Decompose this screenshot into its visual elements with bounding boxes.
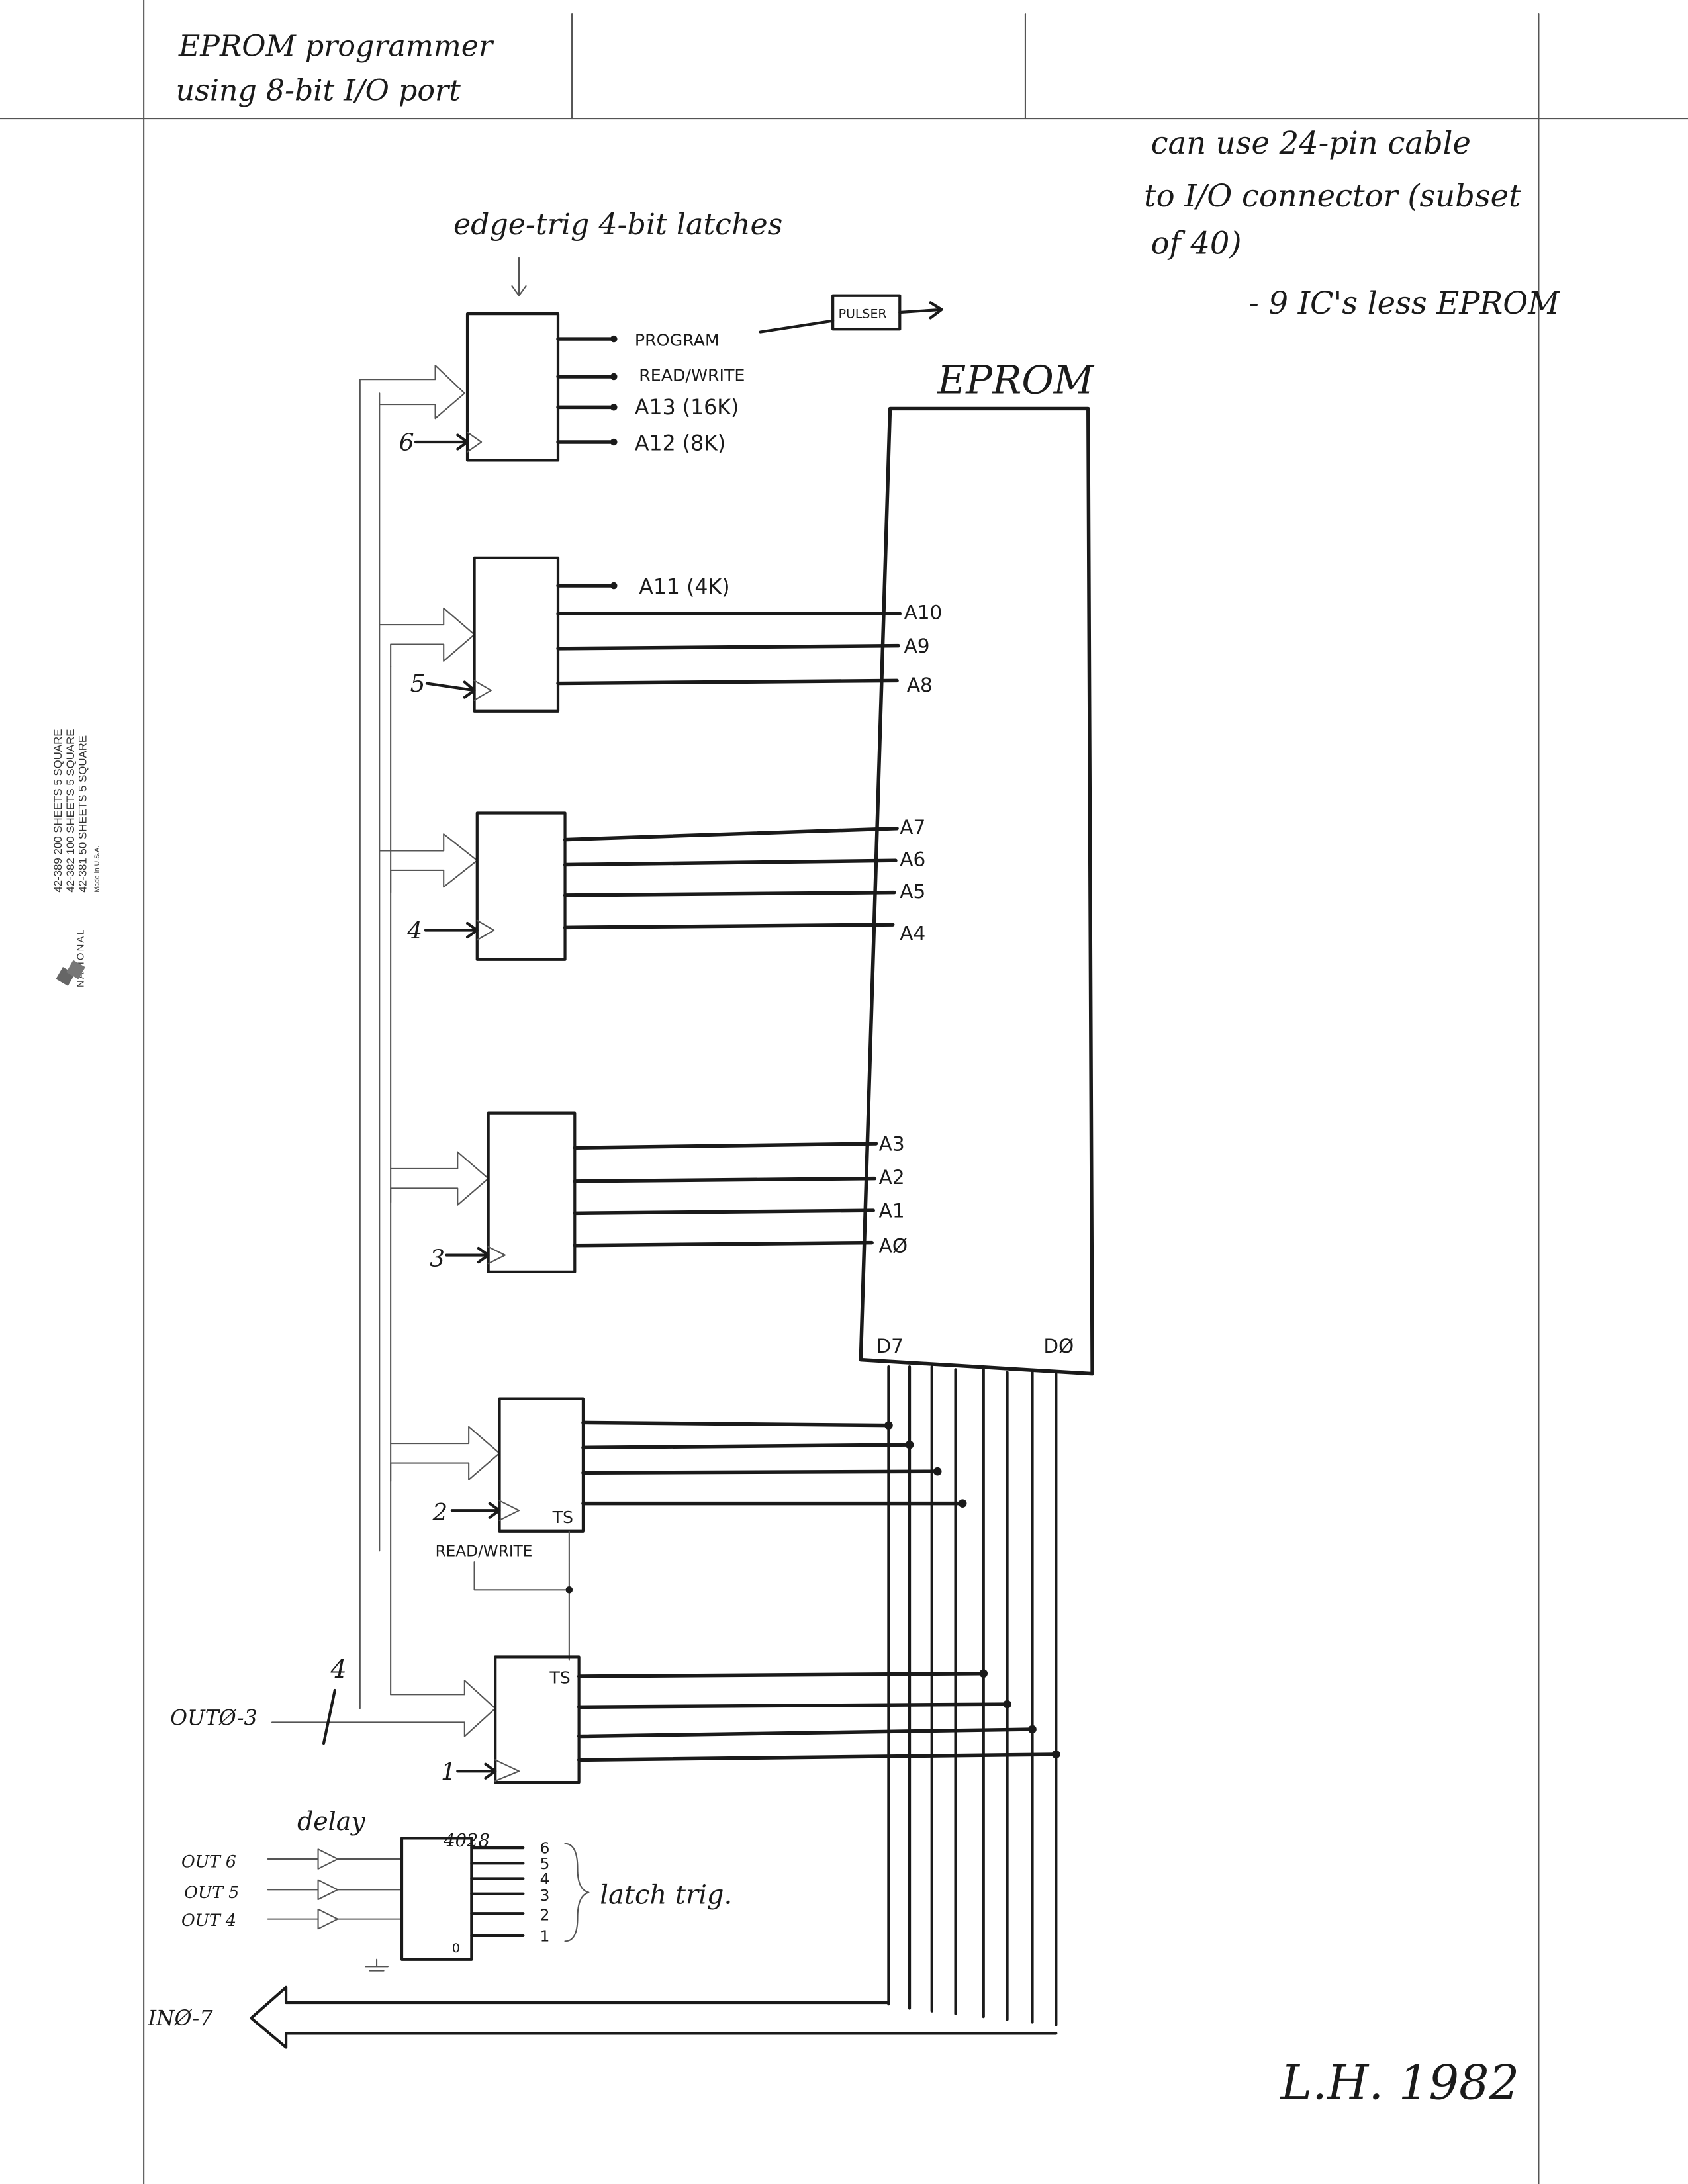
a11-label: A11 (4K) [639, 576, 729, 600]
out-bus-width: 4 [330, 1655, 347, 1684]
ts-label-1: TS [552, 1508, 573, 1527]
imprint-line-3: 42-389 200 SHEETS 5 SQUARE [52, 729, 64, 892]
pulser-arrow-icon [898, 301, 943, 320]
decoder-out-1: 1 [540, 1927, 550, 1945]
latch-5-tristate: TS READ/WRITE [436, 1397, 967, 1661]
brace-icon [564, 1843, 590, 1942]
eprom-chip: EPROM D7 DØ [859, 357, 1095, 1376]
pin-a7: A7 [900, 816, 925, 839]
signature: L.H. 1982 [1280, 2055, 1520, 2110]
decoder-out-3: 3 [540, 1887, 550, 1905]
pin-a5: A5 [900, 880, 925, 903]
note-line-4: - 9 IC's less EPROM [1248, 285, 1560, 321]
latch-trig-label: latch trig. [600, 1880, 732, 1910]
paper-imprint: 42-381 50 SHEETS 5 SQUARE 42-382 100 SHE… [52, 729, 101, 987]
a12-label: A12 (8K) [635, 432, 726, 456]
caption-arrow-icon [511, 257, 527, 296]
clock-label-4: 4 [406, 917, 422, 944]
notes: can use 24-pin cable to I/O connector (s… [1144, 125, 1560, 321]
pin-a3: A3 [879, 1133, 905, 1156]
program-label: PROGRAM [635, 331, 720, 350]
imprint-made: Made in U.S.A. [93, 846, 101, 893]
decoder-4028: delay 4028 OUT 6 OUT 5 OUT 4 0 6 5 4 3 2… [181, 1807, 732, 1972]
clock-label-6: 6 [399, 430, 414, 457]
title-line-1: EPROM programmer [178, 29, 494, 63]
decoder-out-5: 5 [540, 1855, 550, 1873]
ground-icon [365, 1958, 389, 1972]
pin-a0: AØ [879, 1234, 908, 1257]
zero-pin-label: 0 [452, 1941, 460, 1956]
clock-label-2: 2 [432, 1499, 447, 1526]
note-line-1: can use 24-pin cable [1151, 125, 1471, 161]
imprint-line-1: 42-381 50 SHEETS 5 SQUARE [77, 735, 89, 893]
read-write-label: READ/WRITE [639, 365, 745, 385]
clock-inputs: 6 5 4 3 2 1 [399, 430, 501, 1786]
pin-a4: A4 [900, 922, 925, 944]
clock-label-1: 1 [441, 1758, 456, 1786]
latch-4: A3 A2 A1 AØ [487, 1111, 908, 1273]
pin-a10: A10 [904, 602, 943, 624]
pin-a1: A1 [879, 1200, 905, 1222]
decoder-out-6: 6 [540, 1840, 550, 1858]
pin-a2: A2 [879, 1166, 905, 1189]
input-bus [271, 365, 500, 1737]
data-bus [887, 1365, 1058, 2026]
latch-1: PROGRAM READ/WRITE A13 (16K) A12 (8K) PU… [465, 294, 943, 462]
note-line-2: to I/O connector (subset [1144, 178, 1521, 214]
latch-2: A11 (4K) A10 A9 A8 [473, 556, 943, 713]
clock-label-5: 5 [410, 670, 426, 698]
out5-label: OUT 5 [184, 1883, 239, 1902]
eprom-label: EPROM [937, 357, 1095, 402]
out6-label: OUT 6 [181, 1852, 236, 1872]
d0-label: DØ [1043, 1335, 1074, 1357]
note-line-3: of 40) [1151, 226, 1242, 261]
latch-3: A7 A6 A5 A4 [475, 811, 925, 961]
national-logo-icon [56, 960, 85, 986]
ts-label-2: TS [549, 1668, 570, 1687]
bus-width-slash [322, 1688, 336, 1745]
decoder-out-4: 4 [540, 1870, 550, 1888]
in-bus-label: INØ-7 [147, 2007, 213, 2030]
a13-label: A13 (16K) [635, 396, 739, 420]
in-bus-arrow-icon [250, 1985, 1058, 2049]
pin-a9: A9 [904, 635, 930, 657]
delay-label: delay [297, 1807, 365, 1836]
title-line-2: using 8-bit I/O port [176, 74, 461, 108]
out4-label: OUT 4 [181, 1911, 236, 1930]
d7-label: D7 [876, 1335, 903, 1357]
pin-a8: A8 [907, 674, 933, 696]
pin-a6: A6 [900, 848, 925, 871]
latch-6-tristate: TS [494, 1655, 1060, 1784]
clock-label-3: 3 [430, 1245, 445, 1272]
latch-caption: edge-trig 4-bit latches [453, 208, 782, 242]
pulser-label: PULSER [839, 306, 887, 321]
out-bus-label: OUTØ-3 [170, 1707, 257, 1731]
imprint-line-2: 42-382 100 SHEETS 5 SQUARE [64, 729, 77, 892]
read-write-enable-label: READ/WRITE [436, 1543, 533, 1561]
decoder-out-2: 2 [540, 1907, 550, 1925]
